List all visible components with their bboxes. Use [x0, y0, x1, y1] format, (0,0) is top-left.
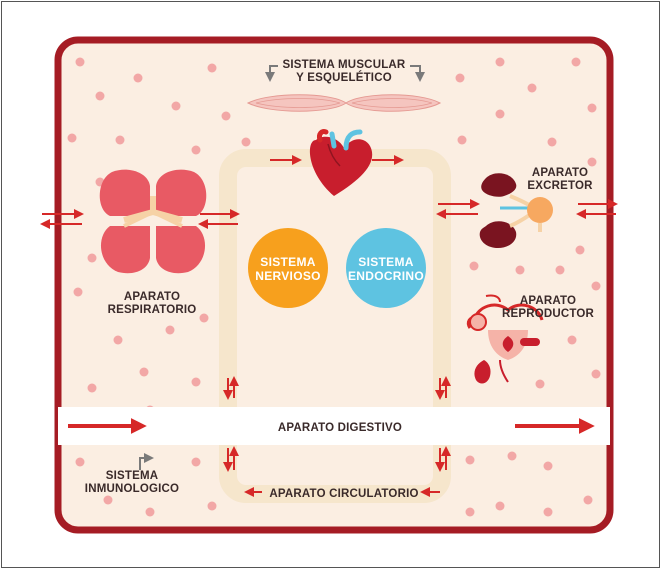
cell-dot	[571, 57, 581, 67]
inmunologico-arrow	[139, 453, 154, 470]
cell-dot	[495, 109, 505, 119]
cell-dot	[221, 111, 231, 121]
vertical-arrows	[223, 376, 451, 472]
cell-dot	[67, 133, 77, 143]
nervioso-label-line2: NERVIOSO	[255, 269, 321, 283]
respiratorio-label-line1: APARATO	[124, 291, 180, 303]
cell-dot	[457, 135, 467, 145]
cell-dot	[75, 57, 85, 67]
muscle-icon	[246, 94, 442, 112]
respiratorio-label-line2: RESPIRATORIO	[108, 304, 197, 316]
cell-dot	[495, 501, 505, 511]
cell-dot	[191, 377, 201, 387]
cell-dot	[587, 103, 597, 113]
lungs-icon	[99, 169, 207, 274]
cell-dot	[75, 457, 85, 467]
endocrino-label-line2: ENDOCRINO	[348, 269, 424, 283]
inmunologico-label-line2: INMUNOLOGICO	[85, 483, 179, 495]
cell-dot	[567, 335, 577, 345]
nervioso-circle	[248, 228, 328, 308]
endocrino-circle	[346, 228, 426, 308]
cell-dot	[199, 313, 209, 323]
cell-dot	[87, 383, 97, 393]
muscular-label-line2: Y ESQUELÉTICO	[296, 71, 392, 84]
cell-dot	[543, 507, 553, 517]
cell-dot	[583, 495, 593, 505]
cell-dot	[535, 379, 545, 389]
cell-dot	[555, 265, 565, 275]
uterus-icon	[466, 294, 544, 384]
cell-dot	[171, 101, 181, 111]
digestivo-label: APARATO DIGESTIVO	[278, 422, 402, 434]
cell-dot	[139, 367, 149, 377]
cell-dot	[207, 63, 217, 73]
cell-dot	[547, 137, 557, 147]
cell-dot	[103, 495, 113, 505]
cell-dot	[507, 451, 517, 461]
cell-dot	[515, 265, 525, 275]
muscular-right-arrow	[410, 65, 425, 82]
circulatorio-label: APARATO CIRCULATORIO	[269, 488, 418, 500]
nervioso-label-line1: SISTEMA	[260, 255, 315, 269]
cell-dot	[191, 457, 201, 467]
cell-dot	[591, 369, 601, 379]
cell-dot	[575, 245, 585, 255]
muscular-left-arrow	[265, 65, 278, 82]
excretor-label-line2: EXCRETOR	[527, 180, 593, 192]
inmunologico-label-line1: SISTEMA	[106, 470, 159, 482]
cell-dot	[587, 157, 597, 167]
cell-dot	[95, 91, 105, 101]
cell-dot	[465, 507, 475, 517]
cell-dot	[207, 501, 217, 511]
reproductor-label-line2: REPRODUCTOR	[502, 308, 595, 320]
body-outline	[54, 36, 614, 534]
cell-dot	[543, 461, 553, 471]
reproductor-label-line1: APARATO	[520, 295, 576, 307]
cell-dot	[191, 145, 201, 155]
cell-dot	[113, 335, 123, 345]
kidneys-icon	[479, 173, 553, 248]
cell-dot	[165, 325, 175, 335]
cell-dot	[73, 287, 83, 297]
cell-dot	[591, 281, 601, 291]
heart-icon	[309, 129, 373, 196]
cell-dot	[469, 261, 479, 271]
cell-dot	[87, 253, 97, 263]
endocrino-label-line1: SISTEMA	[358, 255, 413, 269]
cell-dot	[115, 135, 125, 145]
cell-dot	[495, 57, 505, 67]
cell-dot	[241, 137, 251, 147]
cell-dot	[145, 507, 155, 517]
muscular-label-line1: SISTEMA MUSCULAR	[283, 59, 406, 71]
cell-dot	[527, 83, 537, 93]
cell-dot	[133, 73, 143, 83]
cell-dot	[465, 455, 475, 465]
excretor-label-line1: APARATO	[532, 167, 588, 179]
cell-dot	[455, 73, 465, 83]
